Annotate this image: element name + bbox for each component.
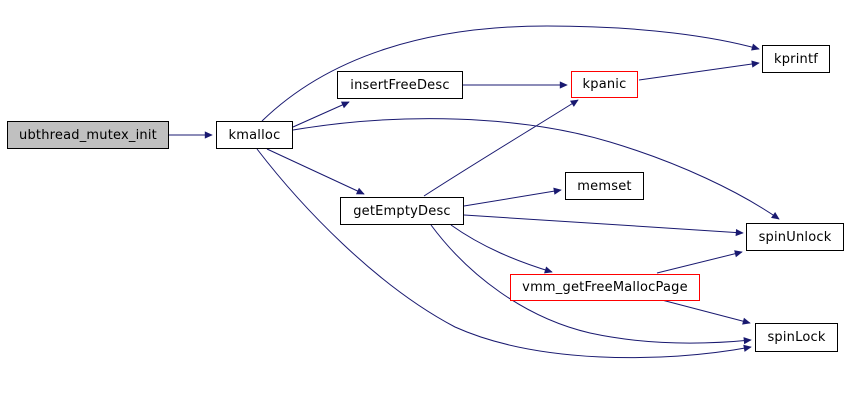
node-getEmptyDesc[interactable]: getEmptyDesc xyxy=(340,197,464,225)
edge-kmalloc-kprintf xyxy=(261,25,760,122)
edge-kmalloc-getEmptyDesc xyxy=(266,148,365,195)
node-spinUnlock-label: spinUnlock xyxy=(758,229,832,245)
node-spinLock[interactable]: spinLock xyxy=(755,323,838,352)
edge-kpanic-kprintf xyxy=(638,60,760,81)
node-ubthread_mutex_init: ubthread_mutex_init xyxy=(7,121,169,149)
node-ubthread_mutex_init-label: ubthread_mutex_init xyxy=(19,127,157,143)
edge-kmalloc-insertFreeDesc xyxy=(292,101,350,128)
node-kpanic-label: kpanic xyxy=(582,77,627,92)
node-getEmptyDesc-label: getEmptyDesc xyxy=(353,203,451,219)
node-insertFreeDesc[interactable]: insertFreeDesc xyxy=(337,71,463,99)
node-spinUnlock[interactable]: spinUnlock xyxy=(746,223,844,251)
edge-getEmptyDesc-spinLock xyxy=(430,224,752,345)
node-vmm_getFreeMallocPage-label: vmm_getFreeMallocPage xyxy=(522,280,688,295)
edge-getEmptyDesc-kpanic xyxy=(423,99,579,197)
node-kprintf[interactable]: kprintf xyxy=(762,45,830,73)
edge-getEmptyDesc-spinUnlock xyxy=(463,214,744,237)
node-kmalloc-label: kmalloc xyxy=(228,127,281,143)
edge-vmm_getFreeMallocPage-spinLock xyxy=(657,298,751,325)
node-insertFreeDesc-label: insertFreeDesc xyxy=(350,77,450,93)
edge-getEmptyDesc-vmm_getFreeMallocPage xyxy=(450,224,553,274)
node-kmalloc[interactable]: kmalloc xyxy=(216,121,293,149)
edge-vmm_getFreeMallocPage-spinUnlock xyxy=(656,250,743,274)
edge-kmalloc-spinLock xyxy=(256,148,752,359)
node-vmm_getFreeMallocPage[interactable]: vmm_getFreeMallocPage xyxy=(510,274,700,301)
node-memset-label: memset xyxy=(577,178,632,194)
node-kprintf-label: kprintf xyxy=(773,51,819,67)
edge-kmalloc-spinUnlock xyxy=(292,118,780,220)
edge-getEmptyDesc-memset xyxy=(463,187,562,207)
node-memset[interactable]: memset xyxy=(565,172,644,200)
node-spinLock-label: spinLock xyxy=(767,330,826,345)
node-kpanic[interactable]: kpanic xyxy=(571,71,638,98)
